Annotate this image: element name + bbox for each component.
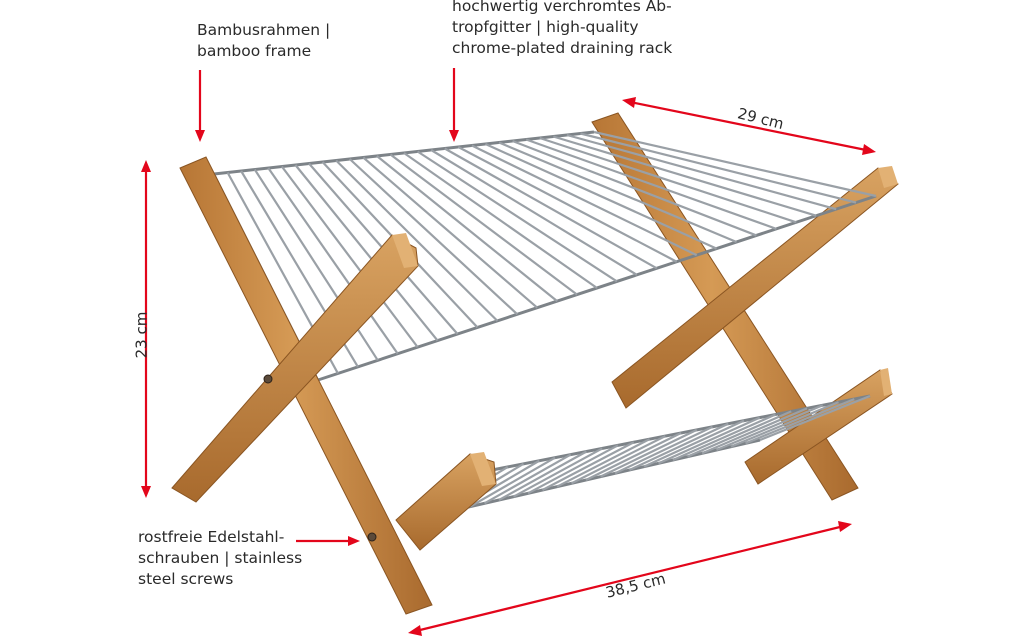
bamboo-bar-back-upper-end — [878, 166, 898, 188]
upper-rack-wire — [416, 150, 618, 283]
bamboo-bar-front-lower-end — [470, 452, 496, 486]
label-chrome-grid: hochwertig verchromtes Ab- tropfgitter |… — [452, 0, 672, 59]
lower-rack-wire — [556, 438, 651, 488]
upper-rack-wire — [403, 152, 598, 289]
lower-rack-wire — [483, 453, 572, 505]
arrow-head-bamboo-frame — [195, 130, 205, 142]
label-screws-line-3: steel screws — [138, 570, 234, 588]
lower-rack-wire — [629, 422, 729, 471]
lower-rack-wire — [585, 432, 682, 481]
upper-rack-wire — [335, 159, 499, 322]
upper-rack-wire — [484, 142, 718, 250]
upper-rack-wire — [294, 164, 439, 342]
lower-rack-wire — [730, 401, 839, 448]
upper-rack-wire — [471, 144, 698, 257]
upper-rack-wire — [552, 135, 817, 217]
lower-rack-wire — [498, 450, 588, 501]
label-screws: rostfreie Edelstahl- schrauben | stainle… — [138, 527, 302, 590]
lower-rack-wire — [571, 435, 666, 485]
lower-rack-wire — [745, 398, 855, 445]
lower-rack-wire — [759, 394, 871, 442]
arrow-head-screws — [348, 536, 360, 546]
upper-rack-wire — [280, 165, 419, 348]
lower-rack-wire — [469, 456, 556, 508]
label-screws-line-2: schrauben | stainless — [138, 549, 303, 567]
bamboo-bar-front-upper-end — [392, 233, 418, 268]
lower-rack-wire — [512, 447, 603, 498]
dim-head-depth-b — [862, 144, 876, 155]
lower-rack-wire — [701, 407, 808, 455]
upper-rack-wire — [457, 146, 678, 263]
dim-line-depth — [629, 100, 867, 152]
dim-head-width-b — [838, 521, 852, 532]
upper-rack-wire — [580, 132, 857, 204]
upper-rack-wire — [362, 156, 538, 309]
upper-rack-wire — [389, 153, 578, 296]
label-bamboo-frame-line-2: bamboo frame — [197, 42, 312, 60]
callout-arrows — [195, 68, 459, 546]
dimension-arrows — [141, 97, 876, 636]
dim-head-width-a — [408, 625, 422, 636]
upper-rack-wire — [444, 147, 658, 270]
bamboo-bar-front-lower — [395, 453, 497, 551]
label-screws-line-1: rostfreie Edelstahl- — [138, 528, 285, 546]
lower-rack-wire — [600, 428, 698, 478]
bamboo-bar-back-lower-end — [880, 368, 892, 396]
upper-rack-wire — [512, 139, 757, 237]
dim-head-depth-a — [622, 97, 636, 108]
upper-rack-wire — [539, 136, 797, 224]
dim-line-width — [415, 524, 845, 633]
dim-head-height-a — [141, 160, 151, 172]
dim-head-height-b — [141, 486, 151, 498]
label-bamboo-frame: Bambusrahmen | bamboo frame — [197, 20, 330, 62]
upper-rack-wire — [593, 130, 877, 198]
lower-rack-wire — [527, 444, 619, 495]
arrow-head-chrome-grid — [449, 130, 459, 142]
lower-rack-wire — [716, 404, 824, 452]
lower-rack-wire — [614, 425, 713, 475]
upper-rack-wire — [376, 155, 558, 302]
screw-lower — [367, 532, 377, 542]
label-bamboo-frame-line-1: Bambusrahmen | — [197, 21, 331, 39]
dimension-height: 23 cm — [132, 311, 151, 359]
label-chrome-grid-line-2: tropfgitter | high-quality — [452, 18, 639, 36]
lower-rack-wire — [541, 441, 635, 491]
label-chrome-grid-line-3: chrome-plated draining rack — [452, 39, 673, 57]
upper-rack-wire — [498, 141, 737, 244]
upper-rack-wire — [525, 138, 777, 230]
lower-rack-wire — [687, 410, 792, 458]
lower-rack-wire — [672, 413, 776, 462]
bamboo-frame-front — [171, 156, 497, 615]
bamboo-bar-front-upper — [171, 234, 419, 503]
lower-rack-wire — [658, 416, 761, 465]
upper-rack-wire — [267, 167, 399, 355]
chrome-rack-upper — [213, 130, 877, 382]
label-chrome-grid-line-1: hochwertig verchromtes Ab- — [452, 0, 672, 15]
upper-rack-wire — [348, 158, 519, 316]
upper-rack-wire — [566, 133, 837, 211]
lower-rack-wire — [643, 419, 745, 468]
screw-upper — [263, 374, 273, 384]
upper-rack-wire — [430, 149, 638, 276]
